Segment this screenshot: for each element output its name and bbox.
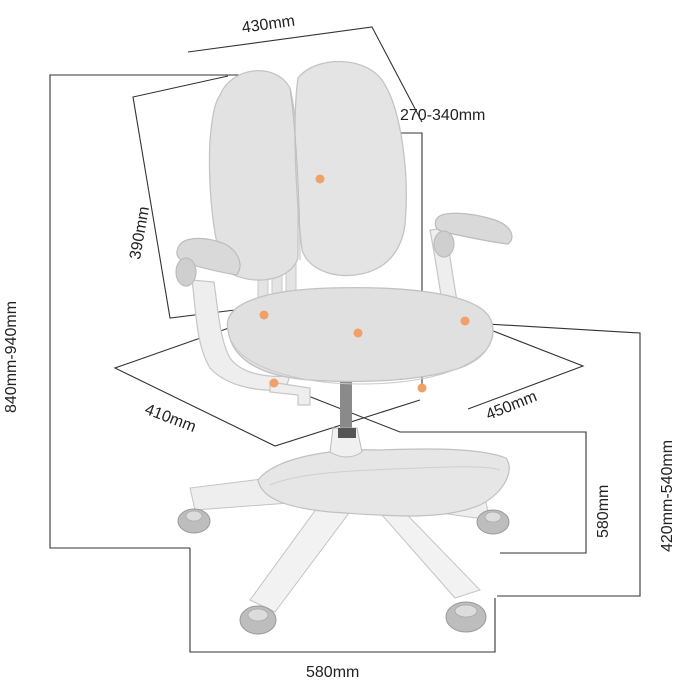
marker-back: [315, 174, 325, 184]
gas-lift: [329, 380, 363, 458]
label-footrest-height: 580mm: [595, 484, 612, 538]
dim-line-580-bottom: [189, 548, 496, 653]
marker-seat-front-right: [417, 383, 427, 393]
label-overall-height: 840mm-940mm: [3, 300, 20, 413]
armrest-right: [434, 212, 513, 245]
marker-seat-center: [353, 328, 363, 338]
marker-seat-left: [259, 310, 269, 320]
dim-line-430: [187, 26, 423, 123]
marker-seat-right: [460, 316, 470, 326]
dim-line-580-right: [274, 382, 587, 554]
backrest: [208, 60, 407, 281]
dim-line-840-940: [49, 74, 255, 549]
footrest: [257, 448, 510, 517]
dim-line-420-540: [469, 322, 641, 597]
dim-line-450: [464, 319, 585, 410]
label-back-adjust: 270-340mm: [400, 107, 486, 124]
armrest-left: [176, 237, 241, 276]
marker-seat-front-left: [269, 378, 279, 388]
label-seat-height: 420mm-540mm: [659, 439, 676, 552]
armrests: [175, 212, 513, 287]
backrest-right-pad: [294, 60, 407, 277]
measurement-markers: [259, 174, 470, 393]
label-base-width: 580mm: [306, 664, 360, 681]
backrest-left-pad: [208, 70, 299, 281]
